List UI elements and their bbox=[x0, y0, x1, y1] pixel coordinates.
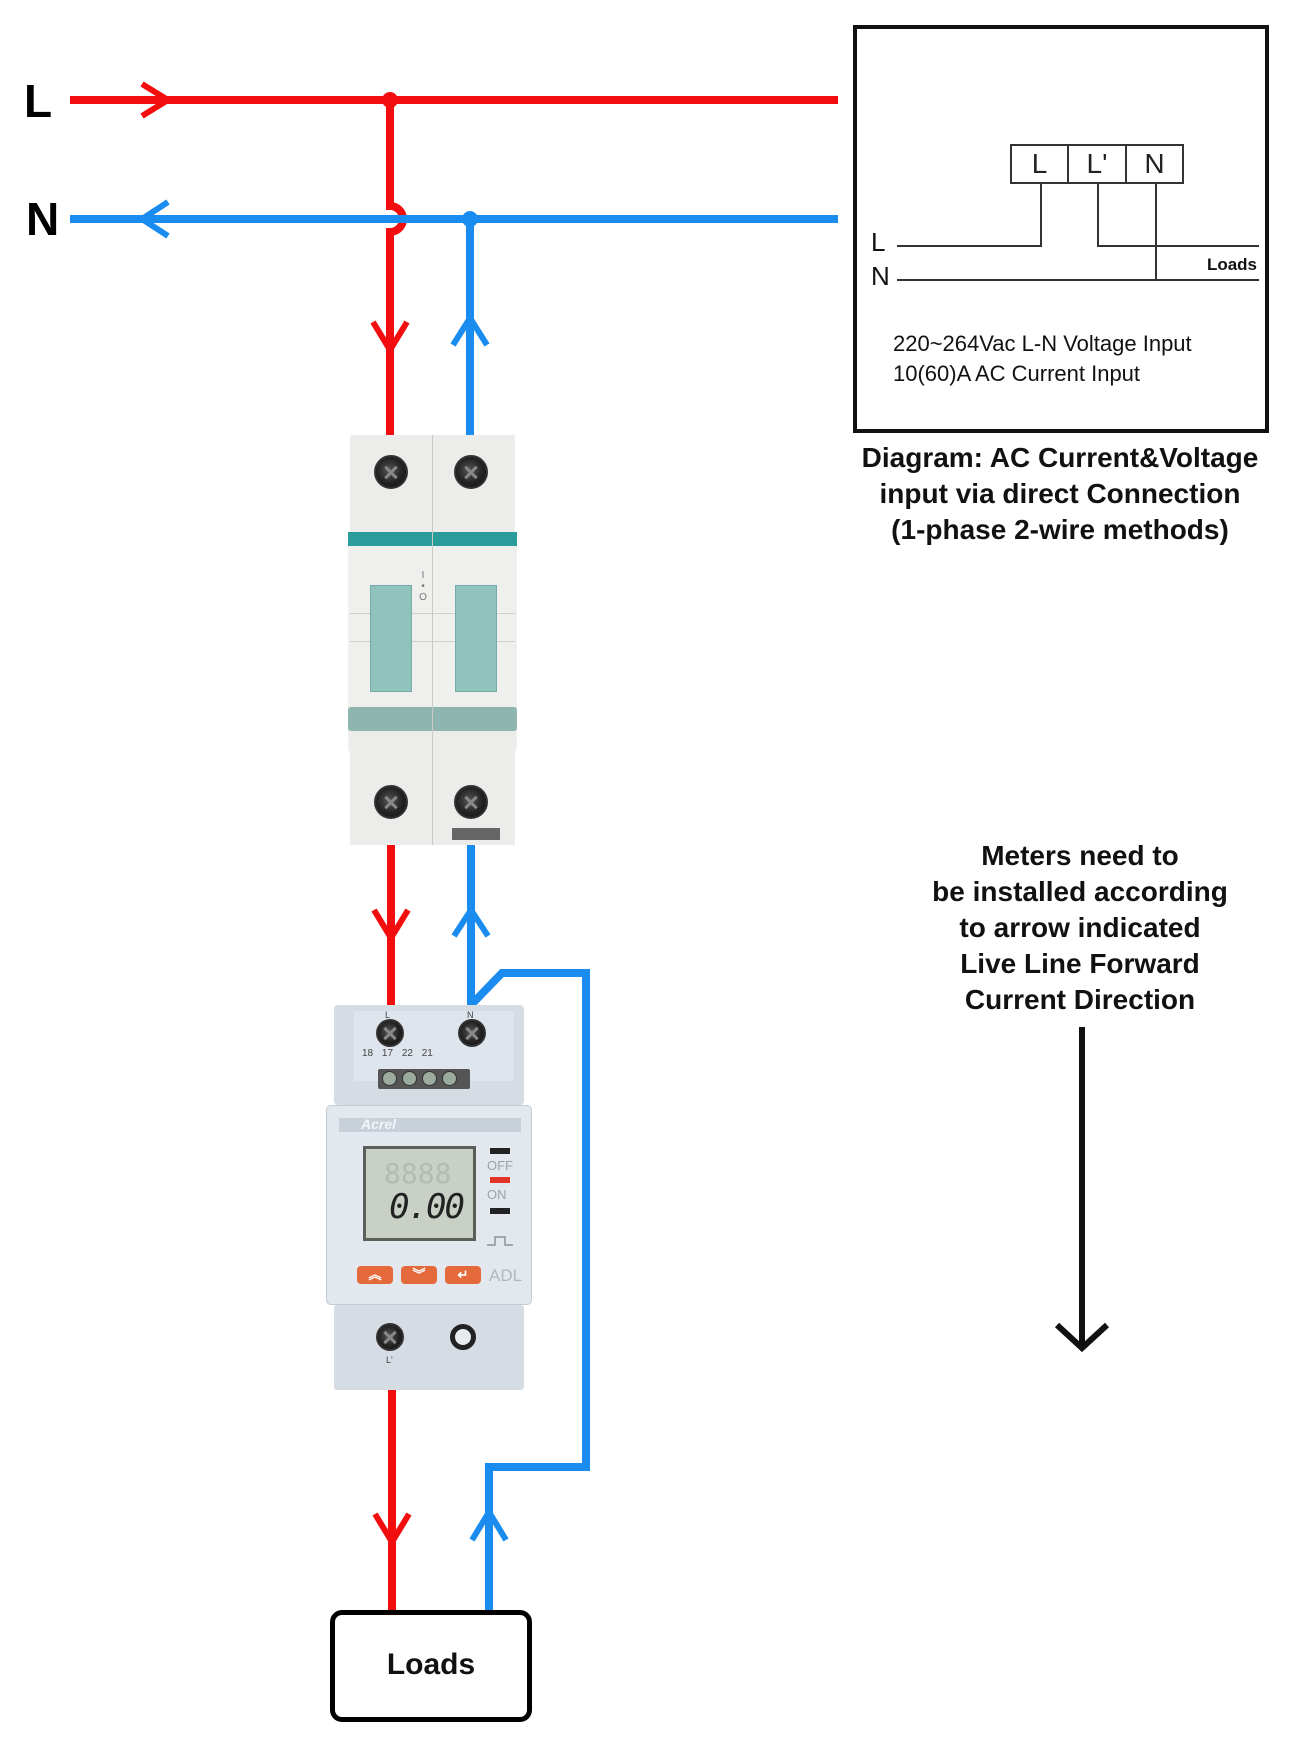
meter-screw-l bbox=[376, 1019, 404, 1047]
breaker-screw-l-out bbox=[374, 785, 408, 819]
lcd-ghost-segments: 8888 bbox=[384, 1157, 452, 1190]
current-spec: 10(60)A AC Current Input bbox=[893, 361, 1141, 386]
note-line: be installed according bbox=[932, 876, 1228, 907]
neutral-arrow-left bbox=[136, 199, 170, 239]
breaker-pole-divider bbox=[432, 435, 433, 845]
breaker-toggle-left[interactable] bbox=[370, 585, 412, 692]
aux-terminal-number: 21 bbox=[421, 1048, 433, 1059]
installation-note: Meters need to be installed according to… bbox=[880, 838, 1280, 1018]
note-line: Current Direction bbox=[964, 984, 1196, 1015]
live-arrow-right bbox=[140, 81, 174, 119]
terminal-n: N bbox=[1125, 144, 1184, 184]
schematic-l-label: L bbox=[871, 227, 886, 257]
caption-line: (1-phase 2-wire methods) bbox=[891, 514, 1229, 545]
terminal-l: L bbox=[1010, 144, 1069, 184]
meter-terminal-l-label: L bbox=[385, 1010, 391, 1020]
live-drop-wire bbox=[386, 100, 407, 435]
status-led-red bbox=[490, 1177, 510, 1183]
meter-brand-logo: Acrel bbox=[361, 1116, 397, 1132]
live-arrow-down-1 bbox=[370, 320, 410, 356]
aux-screw bbox=[402, 1071, 417, 1086]
breaker-toggle-right[interactable] bbox=[455, 585, 497, 692]
direction-arrow-head bbox=[1054, 1322, 1110, 1353]
terminal-l-prime: L' bbox=[1067, 144, 1127, 184]
meter-front-panel: Acrel 8888 0.00 OFF ON ︽ ︾ ↵ ADL bbox=[326, 1105, 532, 1305]
schematic-n-label: N bbox=[871, 261, 890, 291]
aux-screw bbox=[382, 1071, 397, 1086]
live-arrow-down-3 bbox=[372, 1512, 412, 1548]
aux-terminal-number: 18 bbox=[362, 1048, 374, 1059]
note-line: to arrow indicated bbox=[959, 912, 1201, 943]
pulse-icon bbox=[487, 1236, 513, 1246]
note-line: Meters need to bbox=[981, 840, 1179, 871]
neutral-arrow-up-1 bbox=[450, 312, 490, 347]
neutral-line-label: N bbox=[26, 193, 60, 245]
breaker-screw-n-out bbox=[454, 785, 488, 819]
diagram-caption: Diagram: AC Current&Voltage input via di… bbox=[830, 440, 1290, 548]
meter-lcd-display: 8888 0.00 bbox=[363, 1146, 476, 1241]
aux-terminal-number: 17 bbox=[381, 1048, 394, 1059]
meter-aux-terminal-numbers: 18 17 22 21 bbox=[362, 1048, 433, 1059]
aux-screw bbox=[442, 1071, 457, 1086]
neutral-arrow-up-3 bbox=[469, 1506, 509, 1542]
loads-box: Loads bbox=[330, 1610, 532, 1722]
on-indicator-label: ON bbox=[487, 1187, 507, 1202]
meter-bottom-terminal-block: L' bbox=[334, 1305, 524, 1390]
meter-empty-terminal bbox=[450, 1324, 476, 1350]
off-indicator-label: OFF bbox=[487, 1158, 513, 1173]
status-led-top bbox=[490, 1148, 510, 1154]
pulse-led bbox=[490, 1208, 510, 1214]
meter-top-terminal-block: L N 18 17 22 21 bbox=[334, 1005, 524, 1105]
caption-line: Diagram: AC Current&Voltage bbox=[861, 442, 1259, 473]
circuit-breaker: I•O bbox=[348, 435, 517, 845]
breaker-screw-l-in bbox=[374, 455, 408, 489]
meter-down-button[interactable]: ︾ bbox=[401, 1266, 437, 1284]
energy-meter: L N 18 17 22 21 Acrel 8888 0.00 OFF ON ︽… bbox=[326, 1005, 532, 1390]
meter-brand-band bbox=[339, 1118, 521, 1132]
breaker-rating-plate bbox=[452, 828, 500, 840]
on-off-symbol: I•O bbox=[419, 570, 427, 603]
inset-schematic: L L' N L N Loads 220~264Vac L-N Voltage … bbox=[853, 25, 1269, 433]
meter-up-button[interactable]: ︽ bbox=[357, 1266, 393, 1284]
live-line-label: L bbox=[24, 75, 53, 127]
voltage-spec: 220~264Vac L-N Voltage Input bbox=[893, 331, 1192, 356]
schematic-loads-label: Loads bbox=[1206, 255, 1257, 274]
meter-terminal-l-prime-label: L' bbox=[386, 1355, 393, 1365]
caption-line: input via direct Connection bbox=[879, 478, 1241, 509]
neutral-arrow-up-2 bbox=[451, 904, 491, 938]
neutral-bypass-wire bbox=[468, 969, 590, 1612]
schematic-wire bbox=[1040, 184, 1042, 247]
schematic-wire bbox=[1155, 184, 1157, 280]
meter-model-label: ADL bbox=[489, 1266, 523, 1285]
meter-enter-button[interactable]: ↵ bbox=[445, 1266, 481, 1284]
schematic-wire bbox=[897, 245, 1042, 247]
schematic-wire bbox=[1097, 184, 1099, 247]
schematic-wire bbox=[897, 279, 1259, 281]
live-arrow-down-2 bbox=[371, 908, 411, 944]
schematic-wire bbox=[1097, 245, 1259, 247]
aux-screw bbox=[422, 1071, 437, 1086]
meter-screw-n bbox=[458, 1019, 486, 1047]
aux-terminal-number: 22 bbox=[401, 1048, 413, 1059]
breaker-screw-n-in bbox=[454, 455, 488, 489]
lcd-reading: 0.00 bbox=[389, 1187, 465, 1227]
meter-screw-l-prime bbox=[376, 1323, 404, 1351]
note-line: Live Line Forward bbox=[960, 948, 1200, 979]
meter-terminal-n-label: N bbox=[467, 1010, 474, 1020]
